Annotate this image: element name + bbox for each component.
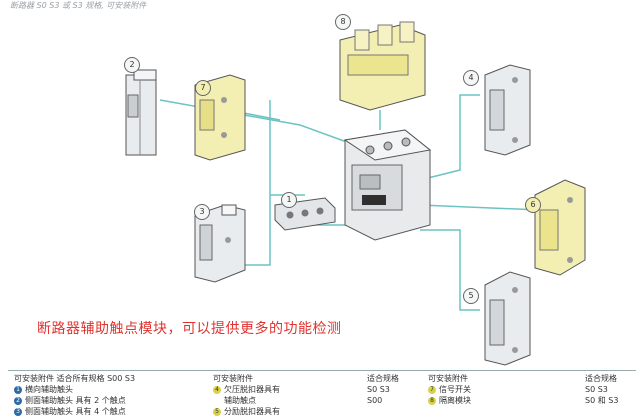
legend-item-8-spec: S0 和 S3 [585,396,619,405]
legend-col3-header: 可安装附件 [428,374,468,383]
header-text: 断路器 S0 S3 或 S3 规格, 可安装附件 [10,1,147,10]
diagram-canvas [125,21,586,366]
callout-7: 7 [195,80,211,96]
legend-item-4b: 辅助触点 [224,396,256,405]
legend-item-4b-spec: S00 [367,396,383,405]
legend-item-4-spec: S0 S3 [367,385,390,394]
callout-6: 6 [525,197,541,213]
module-4-undervoltage-release [484,64,531,156]
callout-8: 8 [335,14,351,30]
legend-col1-header: 可安装附件 适合所有规格 S00 S3 [14,374,136,383]
callout-1: 1 [281,192,297,208]
module-6-yellow-module [534,179,586,276]
module-7-signal-switch [194,74,246,161]
legend-col2-suffix: 适合规格 [367,374,399,383]
footer-divider [8,370,636,371]
callout-2: 2 [124,57,140,73]
module-8-isolation [339,21,426,111]
legend-item-7-spec: S0 S3 [585,385,608,394]
module-3-side-contact [194,204,246,283]
callout-5: 5 [463,288,479,304]
caption: 断路器辅助触点模块，可以提供更多的功能检测 [37,321,342,337]
legend-col3-suffix: 适合规格 [585,374,617,383]
module-2-side-contact [125,69,157,156]
module-5-shunt-release [484,271,531,366]
callout-4: 4 [463,70,479,86]
circuit-breaker [343,129,432,241]
callout-3: 3 [194,204,210,220]
legend-col2-header: 可安装附件 [213,374,253,383]
